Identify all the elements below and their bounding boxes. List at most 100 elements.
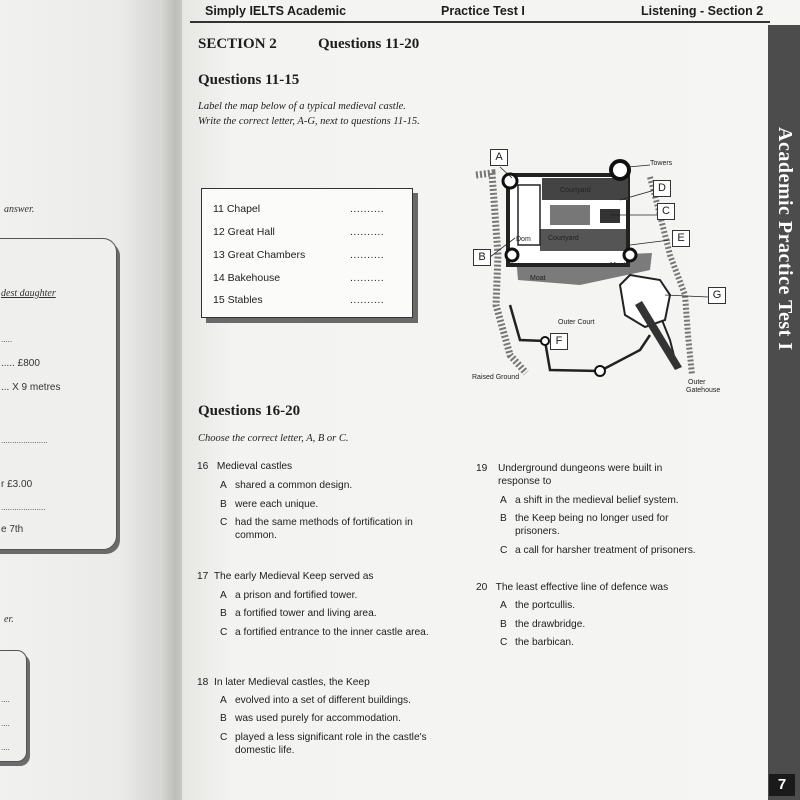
question-stem: Underground dungeons were built in respo… xyxy=(498,463,663,487)
answer-blank[interactable]: .......... xyxy=(350,226,385,238)
pointer-line xyxy=(664,294,709,298)
map-letter-e: E xyxy=(672,230,690,247)
answer-row[interactable]: 15 Stables .......... xyxy=(213,294,403,306)
inner-building xyxy=(542,178,628,200)
map-label-keep: Dom xyxy=(516,236,531,243)
question-number: 20 xyxy=(476,582,488,593)
answer-row[interactable]: 13 Great Chambers .......... xyxy=(213,249,403,261)
tower xyxy=(504,247,520,263)
answer-blank[interactable]: .......... xyxy=(350,294,385,306)
option-letter: A xyxy=(500,495,507,506)
inner-building xyxy=(517,184,541,246)
option-letter: C xyxy=(220,627,228,638)
question-stem: In later Medieval castles, the Keep xyxy=(214,677,370,688)
answer-number: 14 xyxy=(213,272,225,284)
option-text: the Keep being no longer used for prison… xyxy=(515,513,669,537)
tower xyxy=(609,159,631,181)
option-text: had the same methods of fortification in… xyxy=(235,517,413,541)
question-20: 20 The least effective line of defence w… xyxy=(476,581,668,594)
castle-map: A B C D E F G Towers Courtyard Courtyard… xyxy=(470,145,760,405)
map-label-courtyard: Courtyard xyxy=(548,235,579,242)
question-stem: The early Medieval Keep served as xyxy=(213,571,374,582)
part2-heading: Questions 16-20 xyxy=(198,403,301,419)
option-text: the barbican. xyxy=(515,637,574,648)
answer-blank[interactable]: .......... xyxy=(350,203,385,215)
question-number: 19 xyxy=(476,463,488,474)
outer-wall xyxy=(508,304,652,373)
side-tab-title: Academic Practice Test I xyxy=(774,127,796,351)
map-letter-d: D xyxy=(653,180,671,197)
answer-label: Chapel xyxy=(226,203,261,215)
answer-label: Great Chambers xyxy=(227,249,306,261)
answer-number: 11 xyxy=(213,203,224,215)
option-text: a call for harsher treatment of prisoner… xyxy=(515,545,696,556)
pointer-line xyxy=(489,237,516,258)
option-text: the portcullis. xyxy=(515,600,576,611)
answer-row[interactable]: 11 Chapel .......... xyxy=(213,203,403,215)
map-letter-a: A xyxy=(490,149,508,166)
option-letter: B xyxy=(500,513,507,524)
option-letter: B xyxy=(220,608,227,619)
left-page-dots: .... xyxy=(1,695,10,704)
raised-ground-hatch xyxy=(475,169,529,376)
left-page-text: r £3.00 xyxy=(1,479,33,490)
option-text: the drawbridge. xyxy=(515,619,586,630)
part1-heading: Questions 11-15 xyxy=(198,72,300,88)
left-page-text: ..... £800 xyxy=(1,358,40,369)
map-label-moat: Moat xyxy=(610,262,626,269)
option-letter: A xyxy=(500,600,507,611)
answer-blank[interactable]: .......... xyxy=(350,272,385,284)
left-page-dots: ..... xyxy=(1,335,13,344)
map-letter-c: C xyxy=(657,203,675,220)
left-page-text: answer. xyxy=(4,204,35,215)
gate-passage xyxy=(635,301,682,370)
answer-number: 12 xyxy=(213,226,225,238)
left-page-text: dest daughter xyxy=(1,288,56,299)
answer-number: 13 xyxy=(213,249,225,261)
left-page-text: e 7th xyxy=(1,524,24,535)
map-label-outer-gatehouse: Outer xyxy=(688,379,706,386)
option-letter: B xyxy=(220,713,227,724)
option-text: shared a common design. xyxy=(235,480,353,491)
option-letter: A xyxy=(220,480,227,491)
answer-row[interactable]: 12 Great Hall .......... xyxy=(213,226,403,238)
part2-instruction: Choose the correct letter, A, B or C. xyxy=(198,433,349,444)
header-test-label: Practice Test I xyxy=(441,4,525,18)
part1-instruction: Label the map below of a typical medieva… xyxy=(198,101,406,112)
inner-building xyxy=(600,209,620,223)
option-letter: B xyxy=(500,619,507,630)
header-rule xyxy=(190,21,770,23)
section-questions: Questions 11-20 xyxy=(318,36,420,52)
option-letter: B xyxy=(220,499,227,510)
left-page-card: dest daughter ..... ..... £800 ... X 9 m… xyxy=(0,238,117,550)
answer-blank[interactable]: .......... xyxy=(350,249,385,261)
answer-row[interactable]: 14 Bakehouse .......... xyxy=(213,272,403,284)
header-book-title: Simply IELTS Academic xyxy=(205,4,347,18)
question-number: 16 xyxy=(197,461,209,472)
pointer-line xyxy=(629,239,671,246)
question-16: 16 Medieval castles xyxy=(197,460,292,473)
tower xyxy=(594,365,606,377)
left-page-text: er. xyxy=(4,614,14,625)
question-19: 19 Underground dungeons were built in re… xyxy=(476,462,726,488)
option-letter: C xyxy=(220,732,228,743)
question-stem: Medieval castles xyxy=(216,461,293,472)
tower xyxy=(540,336,550,346)
option-text: was used purely for accommodation. xyxy=(235,713,401,724)
map-letter-g: G xyxy=(708,287,726,304)
